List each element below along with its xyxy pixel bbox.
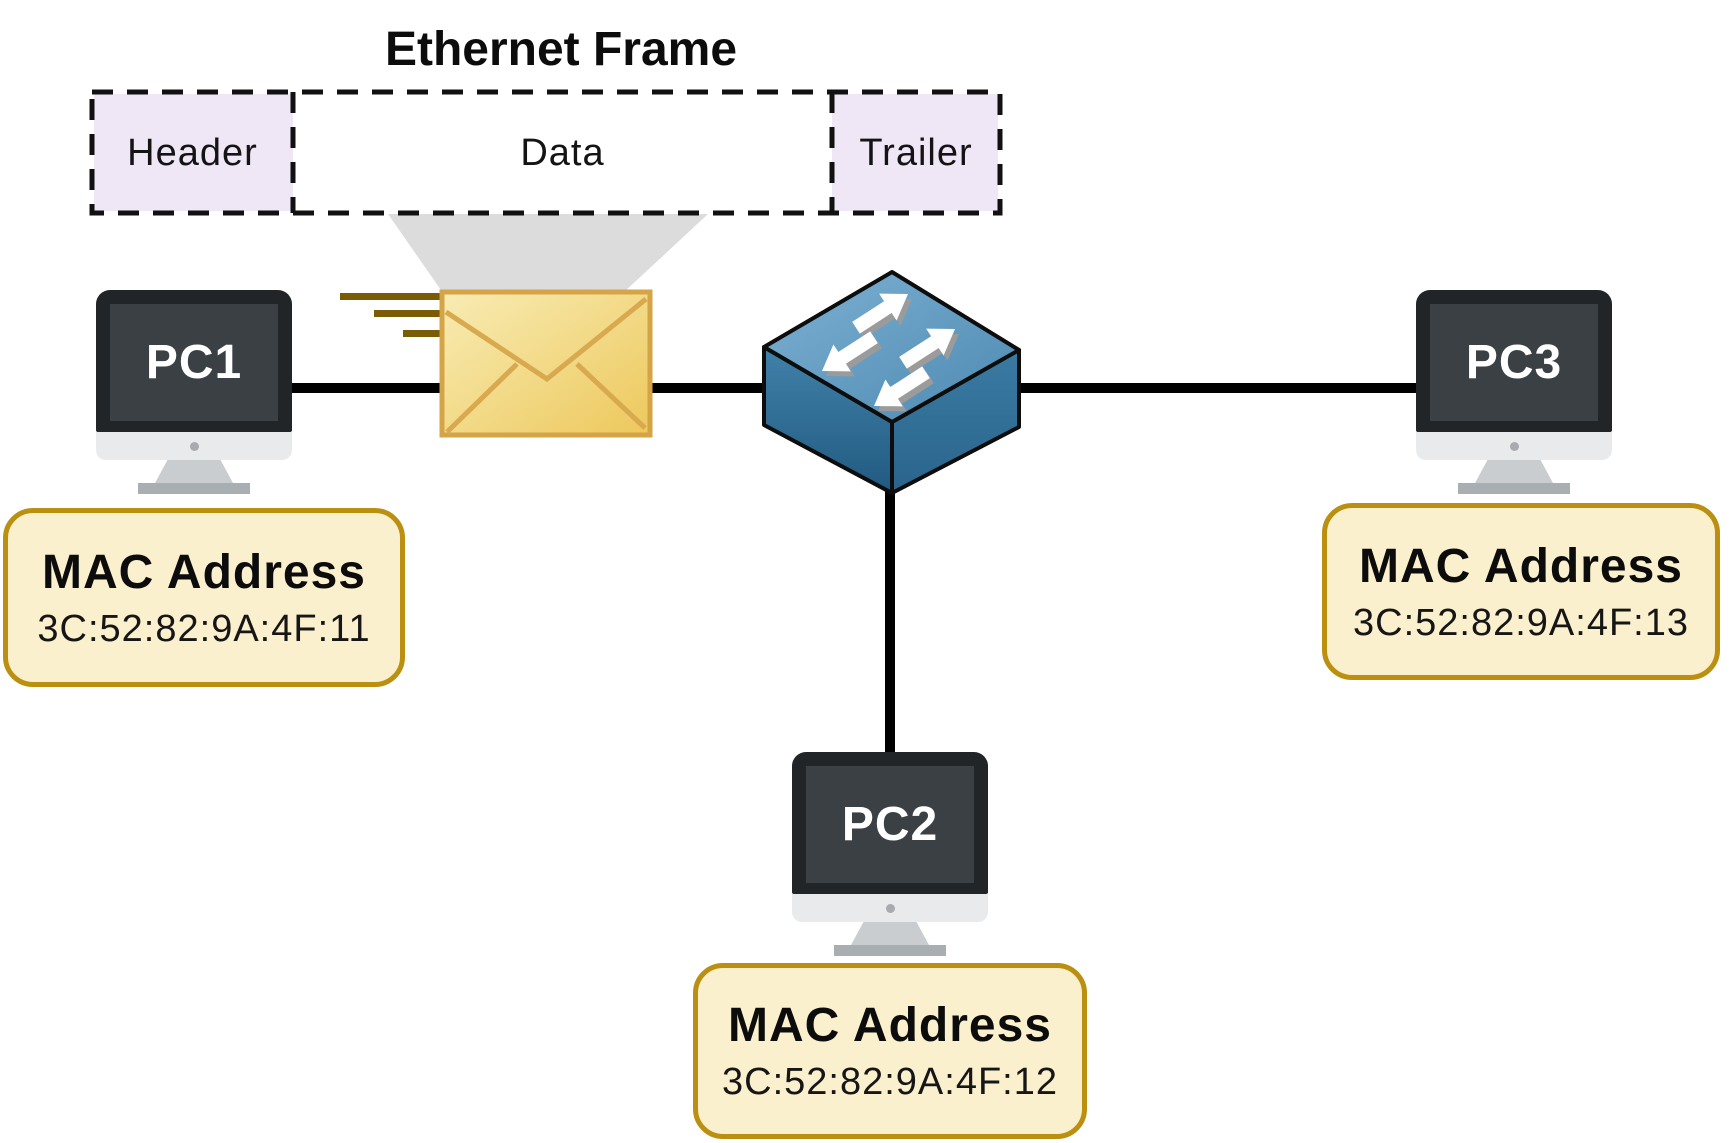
speed-line-3 <box>403 330 440 337</box>
frame-outline <box>89 89 1003 216</box>
monitor-frame: PC3 <box>1416 290 1612 432</box>
monitor-bezel <box>1416 432 1612 460</box>
pc2-computer: PC2 <box>792 752 988 956</box>
monitor-screen: PC2 <box>806 766 974 883</box>
funnel-icon <box>388 214 708 293</box>
monitor-stand-base <box>138 483 250 494</box>
trailer-field-box <box>832 94 998 211</box>
camera-dot-icon <box>1509 441 1519 451</box>
pc2-mac-value: 3C:52:82:9A:4F:12 <box>722 1061 1058 1103</box>
data-field-label: Data <box>520 132 605 174</box>
speed-line-1 <box>340 293 440 300</box>
monitor-stand-neck <box>851 922 929 945</box>
envelope-flap <box>444 297 648 383</box>
camera-dot-icon <box>885 903 895 913</box>
monitor-stand-neck <box>1475 460 1553 483</box>
trailer-field-label: Trailer <box>859 132 973 174</box>
envelope-icon <box>340 289 653 438</box>
pc2-mac-address-card: MAC Address 3C:52:82:9A:4F:12 <box>693 963 1087 1139</box>
mac-address-title: MAC Address <box>728 999 1052 1052</box>
monitor-bezel <box>96 432 292 460</box>
pc1-label: PC1 <box>145 336 243 389</box>
network-switch-icon <box>762 270 1021 495</box>
pc3-mac-value: 3C:52:82:9A:4F:13 <box>1353 601 1689 644</box>
header-field-box <box>94 94 293 211</box>
mac-address-title: MAC Address <box>1359 539 1683 593</box>
envelope-fold-right <box>575 362 647 430</box>
pc3-mac-address-card: MAC Address 3C:52:82:9A:4F:13 <box>1322 503 1720 680</box>
monitor-stand-base <box>1458 483 1570 494</box>
pc1-mac-value: 3C:52:82:9A:4F:11 <box>37 607 371 650</box>
pc2-label: PC2 <box>841 798 939 851</box>
envelope-body <box>439 289 653 438</box>
envelope-fold-left <box>445 362 519 434</box>
pc3-label: PC3 <box>1465 336 1563 389</box>
speed-line-2 <box>374 310 440 317</box>
mac-address-title: MAC Address <box>42 545 366 599</box>
monitor-screen: PC1 <box>110 304 278 421</box>
header-field-label: Header <box>127 132 258 174</box>
pc1-computer: PC1 <box>96 290 292 494</box>
switch-top-face <box>762 270 1021 424</box>
monitor-frame: PC1 <box>96 290 292 432</box>
monitor-screen: PC3 <box>1430 304 1598 421</box>
monitor-frame: PC2 <box>792 752 988 894</box>
ethernet-frame-fields <box>89 89 1003 216</box>
monitor-stand-base <box>834 945 946 956</box>
pc1-mac-address-card: MAC Address 3C:52:82:9A:4F:11 <box>3 508 405 687</box>
camera-dot-icon <box>189 441 199 451</box>
diagram-title: Ethernet Frame <box>384 23 738 76</box>
pc3-computer: PC3 <box>1416 290 1612 494</box>
monitor-bezel <box>792 894 988 922</box>
monitor-stand-neck <box>155 460 233 483</box>
